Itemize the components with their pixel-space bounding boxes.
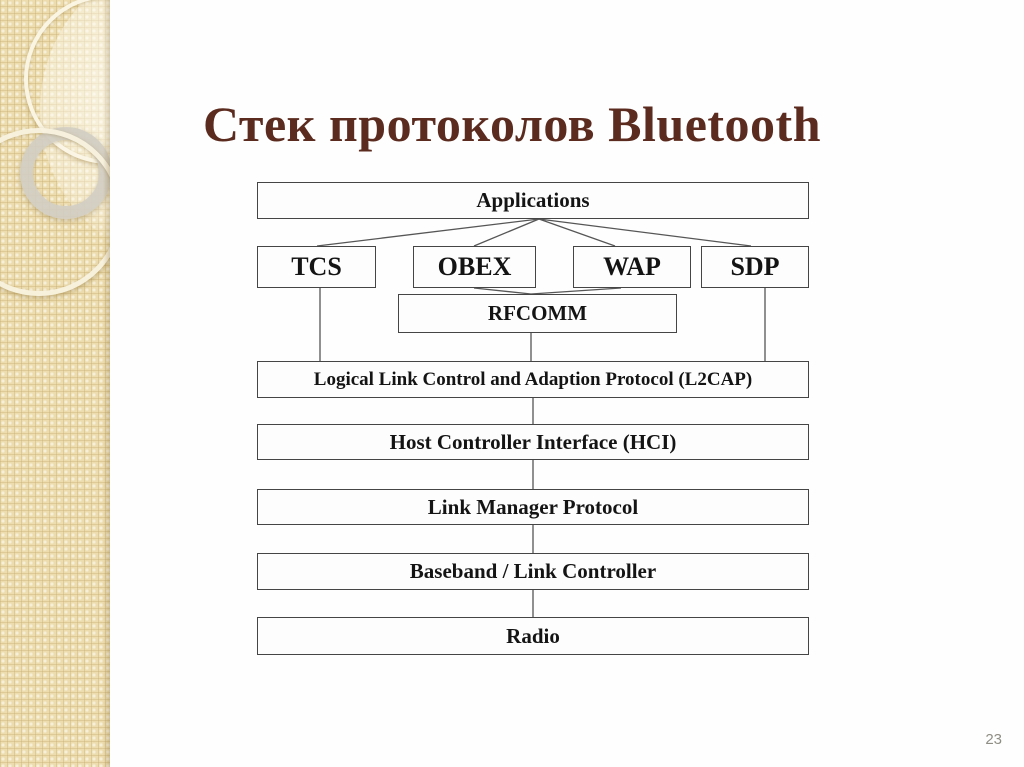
node-sdp: SDP xyxy=(701,246,809,288)
diagram-connectors xyxy=(316,218,766,617)
node-applications: Applications xyxy=(257,182,809,219)
node-lmp: Link Manager Protocol xyxy=(257,489,809,525)
node-baseband: Baseband / Link Controller xyxy=(257,553,809,590)
node-radio: Radio xyxy=(257,617,809,655)
sidebar-circle-ornament-bottom xyxy=(0,128,110,296)
node-rfcomm: RFCOMM xyxy=(398,294,677,333)
node-wap: WAP xyxy=(573,246,691,288)
slide-title: Стек протоколов Bluetooth xyxy=(202,95,822,152)
page-number: 23 xyxy=(985,731,1002,748)
bluetooth-protocol-stack-diagram: Applications TCS OBEX WAP SDP RFCOMM Log… xyxy=(257,182,809,655)
node-l2cap: Logical Link Control and Adaption Protoc… xyxy=(257,361,809,398)
node-tcs: TCS xyxy=(257,246,376,288)
node-obex: OBEX xyxy=(413,246,536,288)
node-hci: Host Controller Interface (HCI) xyxy=(257,424,809,460)
sidebar-decoration xyxy=(0,0,110,767)
